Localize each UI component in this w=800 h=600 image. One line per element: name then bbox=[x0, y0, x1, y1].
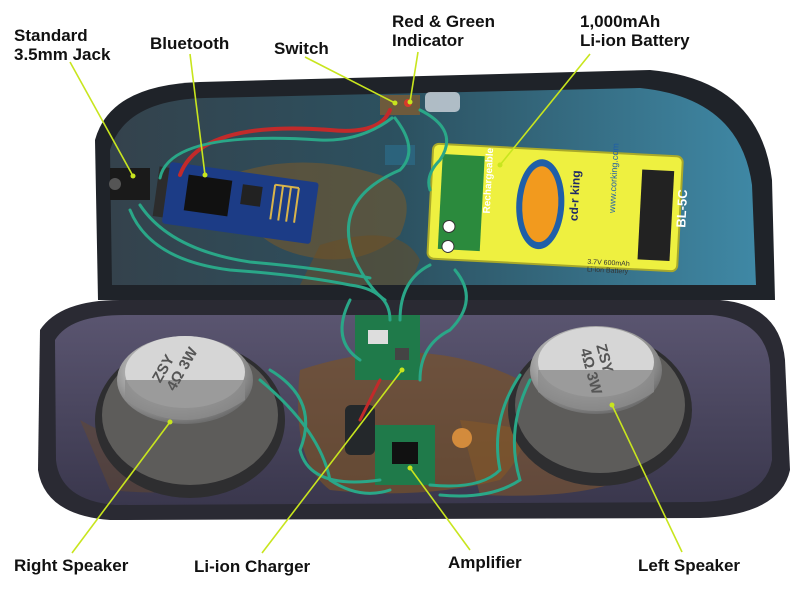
leader-jack bbox=[69, 61, 134, 177]
bluetooth-antenna-trace-icon bbox=[269, 183, 300, 223]
left-speaker: ZSY4Ω 3W bbox=[508, 326, 692, 486]
leader-right-speaker bbox=[71, 421, 171, 554]
leader-bluetooth bbox=[189, 53, 206, 176]
leader-charger bbox=[261, 369, 403, 554]
leader-indicator bbox=[409, 51, 419, 103]
label-indicator: Red & Green Indicator bbox=[392, 12, 495, 50]
label-left-speaker: Left Speaker bbox=[638, 556, 741, 575]
wiring bbox=[128, 108, 532, 498]
label-jack: Standard 3.5mm Jack bbox=[14, 26, 111, 64]
bluetooth-module bbox=[152, 162, 319, 244]
battery-brand: cd-r king bbox=[566, 170, 583, 221]
label-charger: Li-ion Charger bbox=[194, 557, 311, 576]
audio-jack bbox=[109, 168, 150, 200]
label-right-speaker: Right Speaker bbox=[14, 556, 129, 575]
leader-switch bbox=[304, 56, 396, 104]
label-amplifier: Amplifier bbox=[448, 553, 522, 572]
leader-left-speaker bbox=[611, 404, 683, 553]
battery-spec: 3.7V 600mAhLi-ion Battery bbox=[587, 259, 630, 276]
battery-rechargeable: Rechargeable bbox=[482, 147, 496, 214]
right-speaker: ZSY4Ω 3W bbox=[95, 336, 285, 498]
battery-web: www.corking.com bbox=[607, 143, 621, 214]
label-switch: Switch bbox=[274, 39, 329, 58]
li-ion-battery: Rechargeable cd-r king www.corking.com B… bbox=[426, 143, 690, 276]
circuit-boards bbox=[345, 315, 472, 485]
label-bluetooth: Bluetooth bbox=[150, 34, 230, 53]
leader-battery bbox=[499, 53, 591, 166]
battery-model: BL-5C bbox=[673, 188, 690, 228]
leader-lines bbox=[69, 51, 683, 554]
label-battery: 1,000mAh Li-ion Battery bbox=[580, 12, 690, 50]
leader-amplifier bbox=[409, 467, 471, 551]
